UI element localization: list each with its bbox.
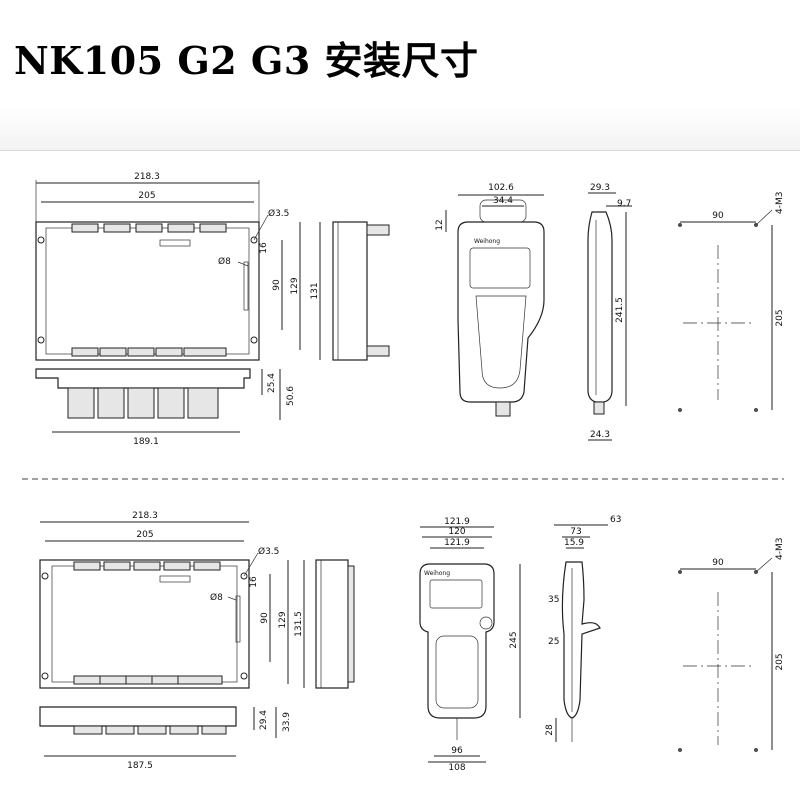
bottom-slot-dia-label: Ø8 <box>210 592 223 603</box>
bottom-bracket-height-dim: 205 <box>775 653 785 670</box>
bottom-side-d-dim: 25 <box>548 637 559 647</box>
mount-hole <box>250 236 258 244</box>
bottom-side-b-dim: 15.9 <box>564 538 584 548</box>
top-connector-row <box>71 223 227 247</box>
top-handheld-width-dim: 102.6 <box>488 183 514 193</box>
bottom-side-a-dim: 73 <box>570 527 581 537</box>
top-side-height-dim: 131 <box>310 282 320 299</box>
bottom-mount-pitch-dim: 205 <box>136 530 153 540</box>
top-handheld-handle-dim: 34.4 <box>493 196 513 206</box>
bottom-handheld-width-top-dim: 121.9 <box>444 538 470 548</box>
page-title: NK105 G2 G3 安装尺寸 <box>14 38 479 83</box>
top-handheld-height-dim: 241.5 <box>615 297 625 323</box>
bottom-depth-b-dim: 33.9 <box>282 712 292 732</box>
top-handheld-front-view: Weihong 102.6 34.4 12 <box>435 183 545 417</box>
top-bracket-hole-label: 4-M3 <box>775 192 785 214</box>
top-bracket-width-dim: 90 <box>712 211 724 221</box>
bottom-pitch-height-dim: 129 <box>278 611 288 628</box>
bottom-handheld-bottom-inner-dim: 96 <box>451 746 463 756</box>
top-bracket-height-dim: 205 <box>775 309 785 326</box>
bottom-handheld-brand: Weihong <box>424 570 450 577</box>
top-controller-front-view: 218.3 205 Ø3.5 Ø8 16 90 129 <box>35 172 301 361</box>
bottom-handheld-width-mid-dim: 120 <box>448 527 465 537</box>
top-side-top-dim: 29.3 <box>590 183 610 193</box>
top-inner-height-dim: 90 <box>272 279 282 291</box>
top-bottom-width-dim: 189.1 <box>133 437 159 447</box>
bottom-side-height-dim: 131.5 <box>294 611 304 637</box>
bottom-inner-height-dim: 90 <box>260 612 270 624</box>
bottom-handheld-height-dim: 245 <box>509 631 519 648</box>
bottom-handheld-side-view: 63 73 15.9 35 25 28 <box>545 515 621 742</box>
top-small-dim: 16 <box>259 242 269 254</box>
mount-hole <box>37 236 45 244</box>
bottom-side-c-dim: 35 <box>548 595 559 605</box>
top-slot-dia-label: Ø8 <box>218 256 231 267</box>
bottom-hole-dia-label: Ø3.5 <box>258 546 279 557</box>
bottom-bracket-hole-label: 4-M3 <box>775 538 785 560</box>
bottom-small-dim: 16 <box>249 576 259 588</box>
top-side-small-dim: 9.7 <box>617 199 631 209</box>
top-controller-bottom-view: 189.1 25.4 50.6 <box>35 368 296 447</box>
bottom-connector-row <box>71 347 227 357</box>
bottom-bracket-view: 90 205 4-M3 <box>678 538 785 752</box>
top-depth-a-dim: 25.4 <box>267 373 277 393</box>
bottom-controller-front-view: 218.3 205 Ø3.5 Ø8 16 90 129 <box>39 511 289 689</box>
bottom-handheld-bottom-outer-dim: 108 <box>448 763 465 773</box>
bottom-controller-side-view: 131.5 <box>294 559 355 689</box>
bottom-handheld-width-outer-dim: 121.9 <box>444 517 470 527</box>
bottom-depth-a-dim: 29.4 <box>259 710 269 730</box>
top-hole-dia-label: Ø3.5 <box>268 208 289 219</box>
top-controller-body <box>35 221 260 361</box>
header-bar: NK105 G2 G3 安装尺寸 <box>0 0 800 150</box>
bottom-bracket-width-dim: 90 <box>712 558 724 568</box>
top-side-bottom-dim: 24.3 <box>590 430 610 440</box>
top-mount-pitch-dim: 205 <box>138 191 155 201</box>
bottom-overall-width-dim: 218.3 <box>132 511 158 521</box>
mount-hole <box>37 336 45 344</box>
top-overall-width-dim: 218.3 <box>134 172 160 182</box>
top-bracket-view: 90 205 4-M3 <box>678 192 785 412</box>
bottom-side-bottom-dim: 28 <box>545 724 555 736</box>
mount-hole <box>250 336 258 344</box>
bottom-handheld-front-view: Weihong 121.9 120 121.9 245 96 108 <box>419 517 521 773</box>
top-handheld-top-offset-dim: 12 <box>435 219 445 230</box>
top-handheld-side-view: 29.3 9.7 241.5 24.3 <box>587 183 632 441</box>
bottom-side-total-dim: 63 <box>610 515 621 525</box>
top-handheld-brand: Weihong <box>474 238 500 245</box>
top-controller-side-view: 131 <box>310 221 390 361</box>
bottom-bottom-width-dim: 187.5 <box>127 761 153 771</box>
top-pitch-height-dim: 129 <box>290 277 300 294</box>
bottom-controller-bottom-view: 187.5 29.4 33.9 <box>39 706 292 771</box>
top-depth-b-dim: 50.6 <box>286 386 296 406</box>
